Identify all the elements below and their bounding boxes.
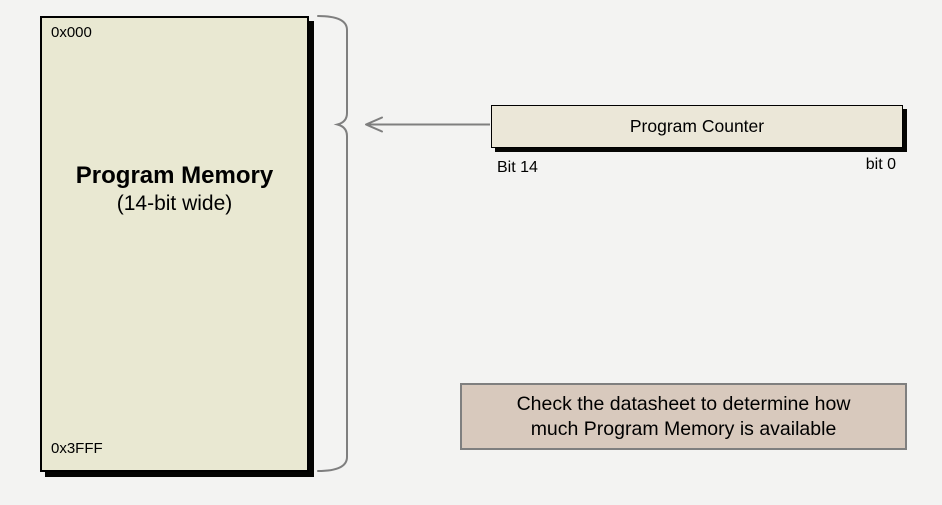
memory-title-group: Program Memory (14-bit wide) [42, 162, 307, 217]
memory-subtitle: (14-bit wide) [116, 192, 233, 215]
memory-title: Program Memory [75, 162, 274, 189]
program-counter-label: Program Counter [629, 116, 765, 136]
bit-14-label: Bit 14 [497, 159, 538, 176]
memory-start-address: 0x000 [51, 24, 92, 41]
bit-0-label: bit 0 [865, 156, 896, 173]
memory-end-address: 0x3FFF [51, 440, 103, 457]
note-text-line-2: much Program Memory is available [530, 417, 837, 440]
curly-brace [317, 15, 348, 472]
datasheet-note-box: Check the datasheet to determine how muc… [460, 383, 907, 450]
program-memory-box: 0x000 Program Memory (14-bit wide) 0x3FF… [40, 16, 309, 472]
arrowhead-left-icon [365, 116, 383, 133]
program-counter-box: Program Counter [491, 105, 903, 148]
note-text-line-1: Check the datasheet to determine how [516, 392, 851, 415]
